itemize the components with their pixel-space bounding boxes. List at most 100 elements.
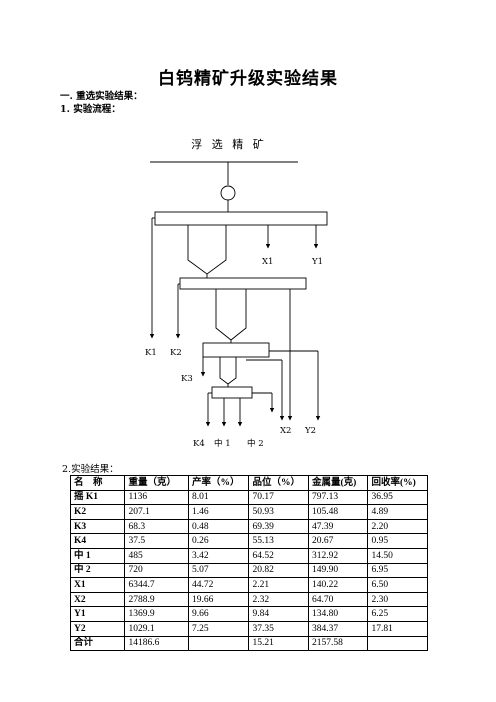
table-cell: 2.21 bbox=[248, 577, 309, 593]
row-name: K4 bbox=[69, 533, 126, 549]
table-cell: 5.07 bbox=[187, 562, 250, 579]
label-y1: Y1 bbox=[311, 257, 323, 267]
table-cell: 2788.9 bbox=[124, 591, 189, 608]
row-name: 中 2 bbox=[69, 562, 126, 579]
header-grade: 品位（%） bbox=[248, 475, 309, 491]
table-cell: 64.52 bbox=[248, 547, 309, 564]
label-k4: K4 bbox=[193, 439, 205, 449]
table-cell: 6.50 bbox=[367, 577, 428, 593]
table-cell: 14186.6 bbox=[124, 635, 189, 652]
table-cell: 2.20 bbox=[367, 518, 428, 535]
table-cell: 2.32 bbox=[248, 591, 309, 608]
table-cell: 19.66 bbox=[187, 591, 250, 608]
row-name: 中 1 bbox=[69, 547, 126, 564]
table-cell: 6.95 bbox=[367, 562, 428, 579]
table-cell: 2157.58 bbox=[307, 635, 369, 652]
table-cell: 44.72 bbox=[187, 577, 250, 593]
table-cell: 720 bbox=[124, 562, 189, 579]
table-cell: 17.81 bbox=[367, 620, 428, 637]
label-k1: K1 bbox=[145, 348, 157, 358]
table-cell: 64.70 bbox=[307, 591, 369, 608]
table-cell: 47.39 bbox=[307, 518, 369, 535]
hopper-2 bbox=[215, 289, 247, 341]
table-cell: 6.25 bbox=[367, 606, 428, 622]
header-name: 名 称 bbox=[69, 475, 126, 491]
row-name: X2 bbox=[69, 591, 126, 608]
table-cell: 55.13 bbox=[248, 533, 309, 549]
table-cell: 14.50 bbox=[367, 547, 428, 564]
header-recovery: 回收率(%) bbox=[367, 475, 428, 491]
feed-label: 浮 选 精 矿 bbox=[191, 138, 267, 151]
screen-4 bbox=[211, 386, 253, 399]
header-weight: 重量（克） bbox=[124, 475, 189, 491]
table-cell: 50.93 bbox=[248, 504, 309, 520]
table-cell bbox=[367, 635, 428, 652]
section-heading-gravity: 一. 重选实验结果： bbox=[60, 91, 143, 102]
screen-2 bbox=[179, 277, 307, 290]
table-cell: 1369.9 bbox=[124, 606, 189, 622]
table-cell: 134.80 bbox=[307, 606, 369, 622]
table-cell: 0.48 bbox=[187, 518, 250, 535]
label-x2: X2 bbox=[280, 426, 291, 436]
table-cell: 797.13 bbox=[307, 489, 369, 506]
table-cell: 0.26 bbox=[187, 533, 250, 549]
table-cell: 312.92 bbox=[307, 547, 369, 564]
table-cell: 3.42 bbox=[187, 547, 250, 564]
label-y2: Y2 bbox=[304, 426, 316, 436]
table-cell: 0.95 bbox=[367, 533, 428, 549]
label-k2: K2 bbox=[170, 348, 182, 358]
row-name: Y2 bbox=[69, 620, 126, 637]
table-cell: 485 bbox=[124, 547, 189, 564]
table-cell: 69.39 bbox=[248, 518, 309, 535]
table-header-row: 名 称 重量（克） 产率（%） 品位（%） 金属量(克) 回收率(%) bbox=[69, 475, 428, 491]
results-table: 名 称 重量（克） 产率（%） 品位（%） 金属量(克) 回收率(%) 摇 K1… bbox=[69, 475, 428, 652]
table-cell: 8.01 bbox=[187, 489, 250, 506]
screen-1 bbox=[154, 211, 328, 226]
row-name: Y1 bbox=[69, 606, 126, 622]
table-cell: 20.82 bbox=[248, 562, 309, 579]
table-cell: 1029.1 bbox=[124, 620, 189, 637]
table-cell: 9.66 bbox=[187, 606, 250, 622]
section-heading-results: 2.实验结果： bbox=[62, 464, 119, 475]
row-name: 摇 K1 bbox=[69, 489, 126, 506]
table-cell: 36.95 bbox=[367, 489, 428, 506]
label-mid1: 中 1 bbox=[214, 438, 231, 449]
header-metal: 金属量(克) bbox=[307, 475, 369, 491]
hopper-3 bbox=[219, 357, 237, 385]
row-name: K2 bbox=[69, 504, 126, 520]
row-name: 合计 bbox=[69, 635, 126, 652]
label-x1: X1 bbox=[262, 257, 273, 267]
screen-3 bbox=[202, 342, 270, 358]
table-cell: 384.37 bbox=[307, 620, 369, 637]
label-k3: K3 bbox=[181, 374, 193, 384]
table-cell: 70.17 bbox=[248, 489, 309, 506]
table-cell: 105.48 bbox=[307, 504, 369, 520]
header-yield: 产率（%） bbox=[187, 475, 250, 491]
table-cell: 37.5 bbox=[124, 533, 189, 549]
table-cell: 140.22 bbox=[307, 577, 369, 593]
table-cell: 68.3 bbox=[124, 518, 189, 535]
table-cell: 1.46 bbox=[187, 504, 250, 520]
table-cell: 4.89 bbox=[367, 504, 428, 520]
table-cell: 7.25 bbox=[187, 620, 250, 637]
label-mid2: 中 2 bbox=[247, 438, 264, 449]
table-cell: 149.90 bbox=[307, 562, 369, 579]
table-cell: 15.21 bbox=[248, 635, 309, 652]
section-subheading-flow: 1. 实验流程： bbox=[60, 104, 121, 115]
pump-symbol bbox=[220, 185, 236, 201]
table-cell: 9.84 bbox=[248, 606, 309, 622]
row-name: K3 bbox=[69, 518, 126, 535]
table-cell: 1136 bbox=[124, 489, 189, 506]
